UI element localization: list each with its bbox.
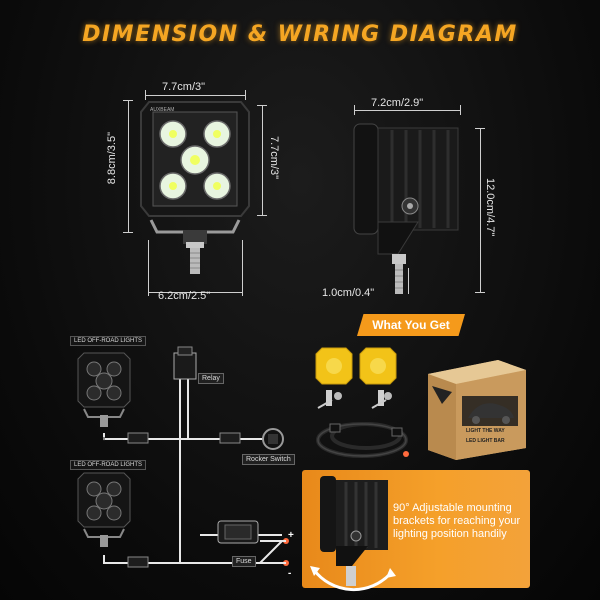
side-light-illustration xyxy=(353,123,459,294)
adjustable-bracket-illustration xyxy=(310,476,396,592)
box-product-name: LED LIGHT BAR xyxy=(466,438,505,444)
promo-description: 90° Adjustable mounting brackets for rea… xyxy=(393,502,521,540)
brand-logo: AUXBEAM xyxy=(150,107,175,113)
front-light-illustration xyxy=(140,101,250,274)
negative-sign: - xyxy=(288,568,292,579)
positive-sign: + xyxy=(288,530,294,541)
light-label-bottom: LED OFF-ROAD LIGHTS xyxy=(70,460,147,470)
package-contents-illustration xyxy=(315,347,409,458)
fuse-label: Fuse xyxy=(232,556,256,567)
rocker-switch-label: Rocker Switch xyxy=(242,454,295,465)
front-width-dimension: 7.7cm/3" xyxy=(162,81,206,93)
product-box: LIGHT THE WAY LED LIGHT BAR xyxy=(418,356,528,460)
side-height-dimension: 12.0cm/4.7" xyxy=(484,178,496,237)
bolt-width-dimension: 1.0cm/0.4" xyxy=(322,287,375,299)
light-label-top: LED OFF-ROAD LIGHTS xyxy=(70,336,147,346)
relay-label: Relay xyxy=(198,373,224,384)
side-depth-dimension: 7.2cm/2.9" xyxy=(371,97,424,109)
front-height-dimension: 8.8cm/3.5" xyxy=(106,132,118,185)
page-title: DIMENSION & WIRING DIAGRAM xyxy=(82,22,518,47)
bracket-width-dimension: 6.2cm/2.5" xyxy=(158,290,211,302)
what-you-get-banner: What You Get xyxy=(357,314,465,336)
box-slogan: LIGHT THE WAY xyxy=(466,428,505,434)
front-height-right-dimension: 7.7cm/3" xyxy=(268,136,280,180)
wiring-illustration xyxy=(77,346,289,568)
